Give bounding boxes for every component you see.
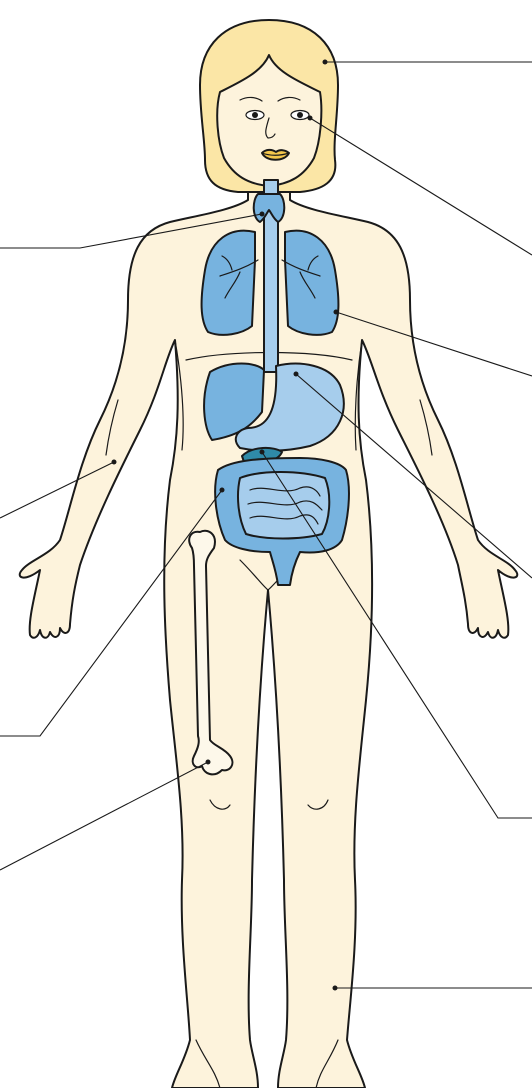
right-eye [297,112,303,118]
head [200,20,338,192]
left-eye [252,112,258,118]
bone-leader [0,762,208,870]
